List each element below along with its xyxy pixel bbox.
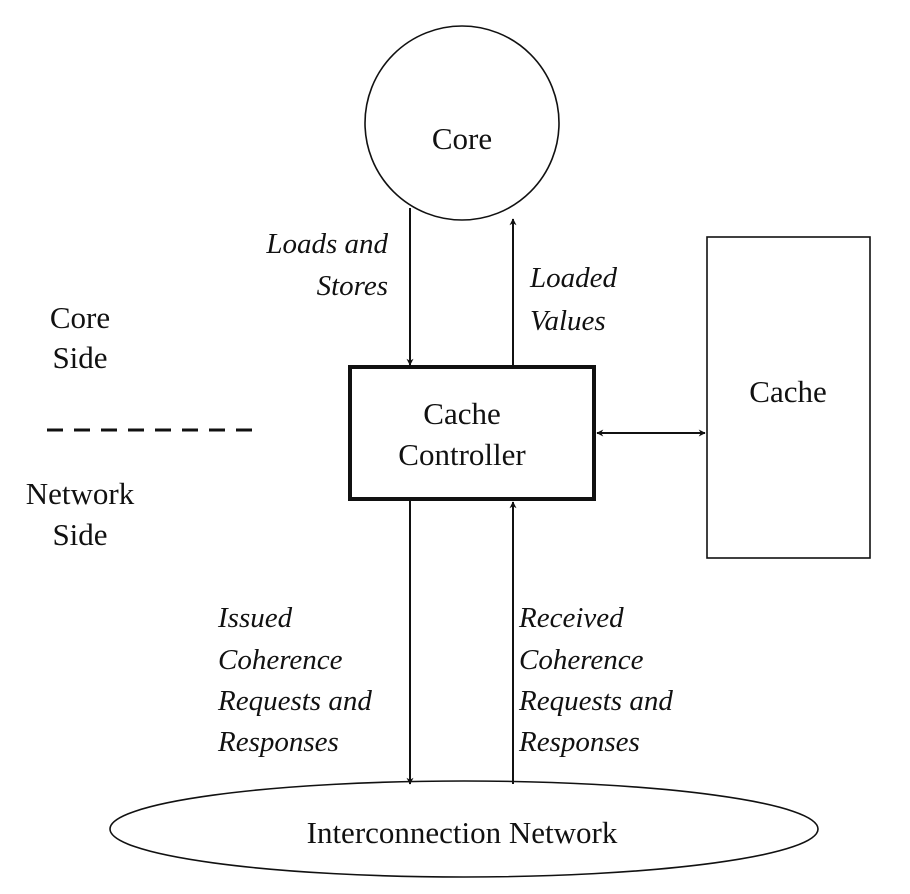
cache-box — [706, 236, 871, 559]
network-node: Interconnection Network — [109, 780, 819, 878]
network-side-line2: Side — [52, 517, 107, 552]
loaded-values-line2: Values — [530, 305, 606, 337]
core-label: Core — [432, 121, 492, 156]
cache-controller-node: Cache Controller — [348, 365, 596, 501]
cache-controller-label-line1: Cache — [423, 396, 500, 431]
core-side-label: Core Side — [50, 300, 110, 375]
loaded-values-label: Loaded Values — [529, 262, 618, 337]
issued-line3: Requests and — [217, 685, 372, 717]
loads-and-stores-label: Loads and Stores — [265, 228, 388, 302]
received-line2: Coherence — [519, 644, 644, 676]
received-coherence-label: Received Coherence Requests and Response… — [518, 602, 673, 758]
received-line1: Received — [518, 602, 624, 634]
network-label: Interconnection Network — [307, 815, 618, 850]
network-side-label: Network Side — [26, 476, 135, 552]
core-side-line2: Side — [52, 340, 107, 375]
cache-label: Cache — [749, 374, 826, 409]
received-line4: Responses — [518, 726, 640, 758]
core-node: Core — [364, 25, 560, 221]
cache-controller-label-line2: Controller — [398, 437, 526, 472]
core-side-line1: Core — [50, 300, 110, 335]
network-ellipse — [109, 780, 819, 878]
issued-line4: Responses — [217, 726, 339, 758]
issued-line2: Coherence — [218, 644, 343, 676]
core-circle — [364, 25, 560, 221]
loads-and-stores-line2: Stores — [317, 270, 388, 302]
issued-line1: Issued — [217, 602, 293, 634]
cache-node: Cache — [706, 236, 871, 559]
loads-and-stores-line1: Loads and — [265, 228, 388, 260]
loaded-values-line1: Loaded — [529, 262, 618, 294]
cache-controller-box — [348, 365, 596, 501]
network-side-line1: Network — [26, 476, 135, 511]
issued-coherence-label: Issued Coherence Requests and Responses — [217, 602, 372, 758]
received-line3: Requests and — [518, 685, 673, 717]
